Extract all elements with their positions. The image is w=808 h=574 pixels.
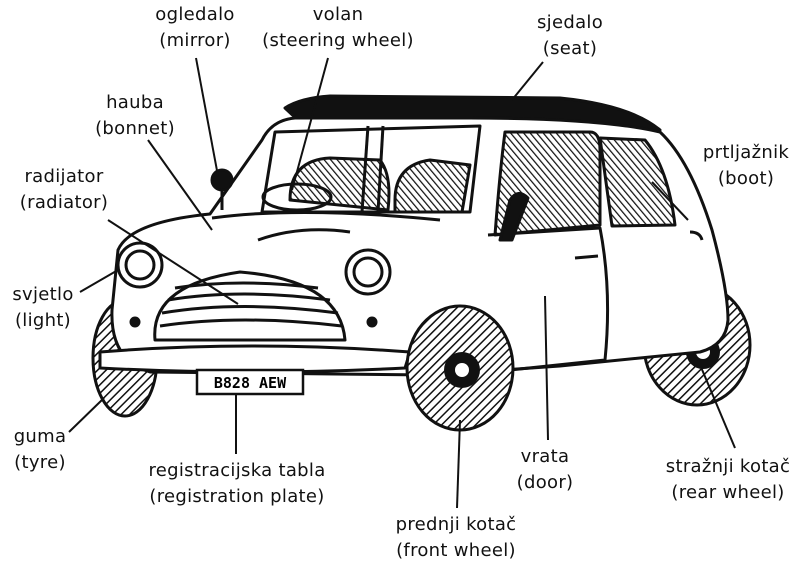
label-radiator: radijator (radiator) bbox=[4, 164, 124, 216]
label-door-en: (door) bbox=[500, 470, 590, 496]
label-front-wheel: prednji kotač (front wheel) bbox=[376, 512, 536, 564]
label-rear-wheel-en: (rear wheel) bbox=[650, 480, 806, 506]
label-light: svjetlo (light) bbox=[0, 282, 86, 334]
label-boot: prtljažnik (boot) bbox=[686, 140, 806, 192]
label-radiator-hr: radijator bbox=[4, 164, 124, 190]
label-bonnet-hr: hauba bbox=[75, 90, 195, 116]
label-mirror-hr: ogledalo bbox=[130, 2, 260, 28]
label-registration-plate-hr: registracijska tabla bbox=[126, 458, 348, 484]
label-light-en: (light) bbox=[0, 308, 86, 334]
label-mirror-en: (mirror) bbox=[130, 28, 260, 54]
label-steering-wheel-en: (steering wheel) bbox=[248, 28, 428, 54]
label-bonnet: hauba (bonnet) bbox=[75, 90, 195, 142]
label-boot-hr: prtljažnik bbox=[686, 140, 806, 166]
label-steering-wheel-hr: volan bbox=[248, 2, 428, 28]
label-rear-wheel-hr: stražnji kotač bbox=[650, 454, 806, 480]
label-tyre-hr: guma bbox=[0, 424, 80, 450]
label-door-hr: vrata bbox=[500, 444, 590, 470]
label-rear-wheel: stražnji kotač (rear wheel) bbox=[650, 454, 806, 506]
label-seat-hr: sjedalo bbox=[520, 10, 620, 36]
label-front-wheel-hr: prednji kotač bbox=[376, 512, 536, 538]
label-mirror: ogledalo (mirror) bbox=[130, 2, 260, 54]
label-steering-wheel: volan (steering wheel) bbox=[248, 2, 428, 54]
label-registration-plate: registracijska tabla (registration plate… bbox=[126, 458, 348, 510]
label-front-wheel-en: (front wheel) bbox=[376, 538, 536, 564]
label-seat-en: (seat) bbox=[520, 36, 620, 62]
label-tyre-en: (tyre) bbox=[0, 450, 80, 476]
label-registration-plate-en: (registration plate) bbox=[126, 484, 348, 510]
label-door: vrata (door) bbox=[500, 444, 590, 496]
label-boot-en: (boot) bbox=[686, 166, 806, 192]
front-wheel-shape bbox=[407, 306, 513, 430]
plate-text: B828 AEW bbox=[214, 374, 287, 392]
label-light-hr: svjetlo bbox=[0, 282, 86, 308]
label-radiator-en: (radiator) bbox=[4, 190, 124, 216]
label-bonnet-en: (bonnet) bbox=[75, 116, 195, 142]
registration-plate-shape: B828 AEW bbox=[197, 370, 303, 394]
label-seat: sjedalo (seat) bbox=[520, 10, 620, 62]
label-tyre: guma (tyre) bbox=[0, 424, 80, 476]
